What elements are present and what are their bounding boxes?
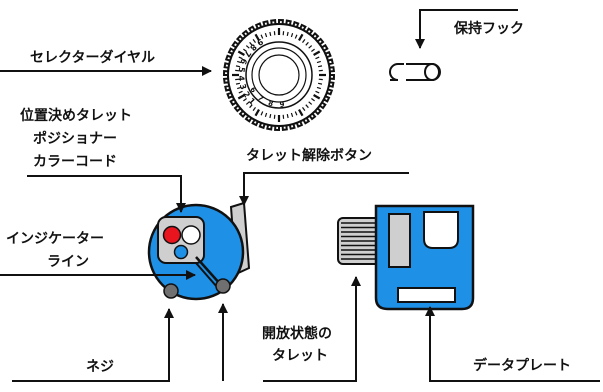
position-red-dot — [164, 227, 181, 244]
release-button-leader — [244, 173, 409, 205]
open-turret-label-line1: 開放状態の — [262, 327, 332, 341]
screw-left — [164, 284, 178, 298]
release-button-label: タレット解除ボタン — [246, 149, 372, 163]
indicator-label-line2: ライン — [47, 255, 89, 269]
open-turret — [338, 206, 473, 309]
selector-dial-label: セレクターダイヤル — [30, 51, 155, 65]
position-blue-dot — [175, 246, 188, 259]
position-color-code-leader — [27, 176, 181, 212]
indicator-label-line1: インジケーター — [6, 232, 104, 246]
position-label-line2: ポジショナー — [33, 132, 117, 146]
open-turret-label-line2: タレット — [272, 349, 328, 363]
screw-right — [216, 279, 230, 293]
screw-label: ネジ — [86, 360, 114, 374]
holding-hook — [382, 62, 440, 82]
data-plate-label: データプレート — [473, 359, 571, 373]
holding-hook-label: 保持フック — [454, 22, 524, 36]
data-plate-area — [398, 288, 455, 302]
position-label-line1: 位置決めタレット — [20, 109, 132, 123]
position-label-line3: カラーコード — [33, 155, 117, 169]
turret — [149, 203, 249, 299]
position-white-dot — [182, 226, 200, 244]
dial-number-inner: 9 — [279, 101, 285, 109]
